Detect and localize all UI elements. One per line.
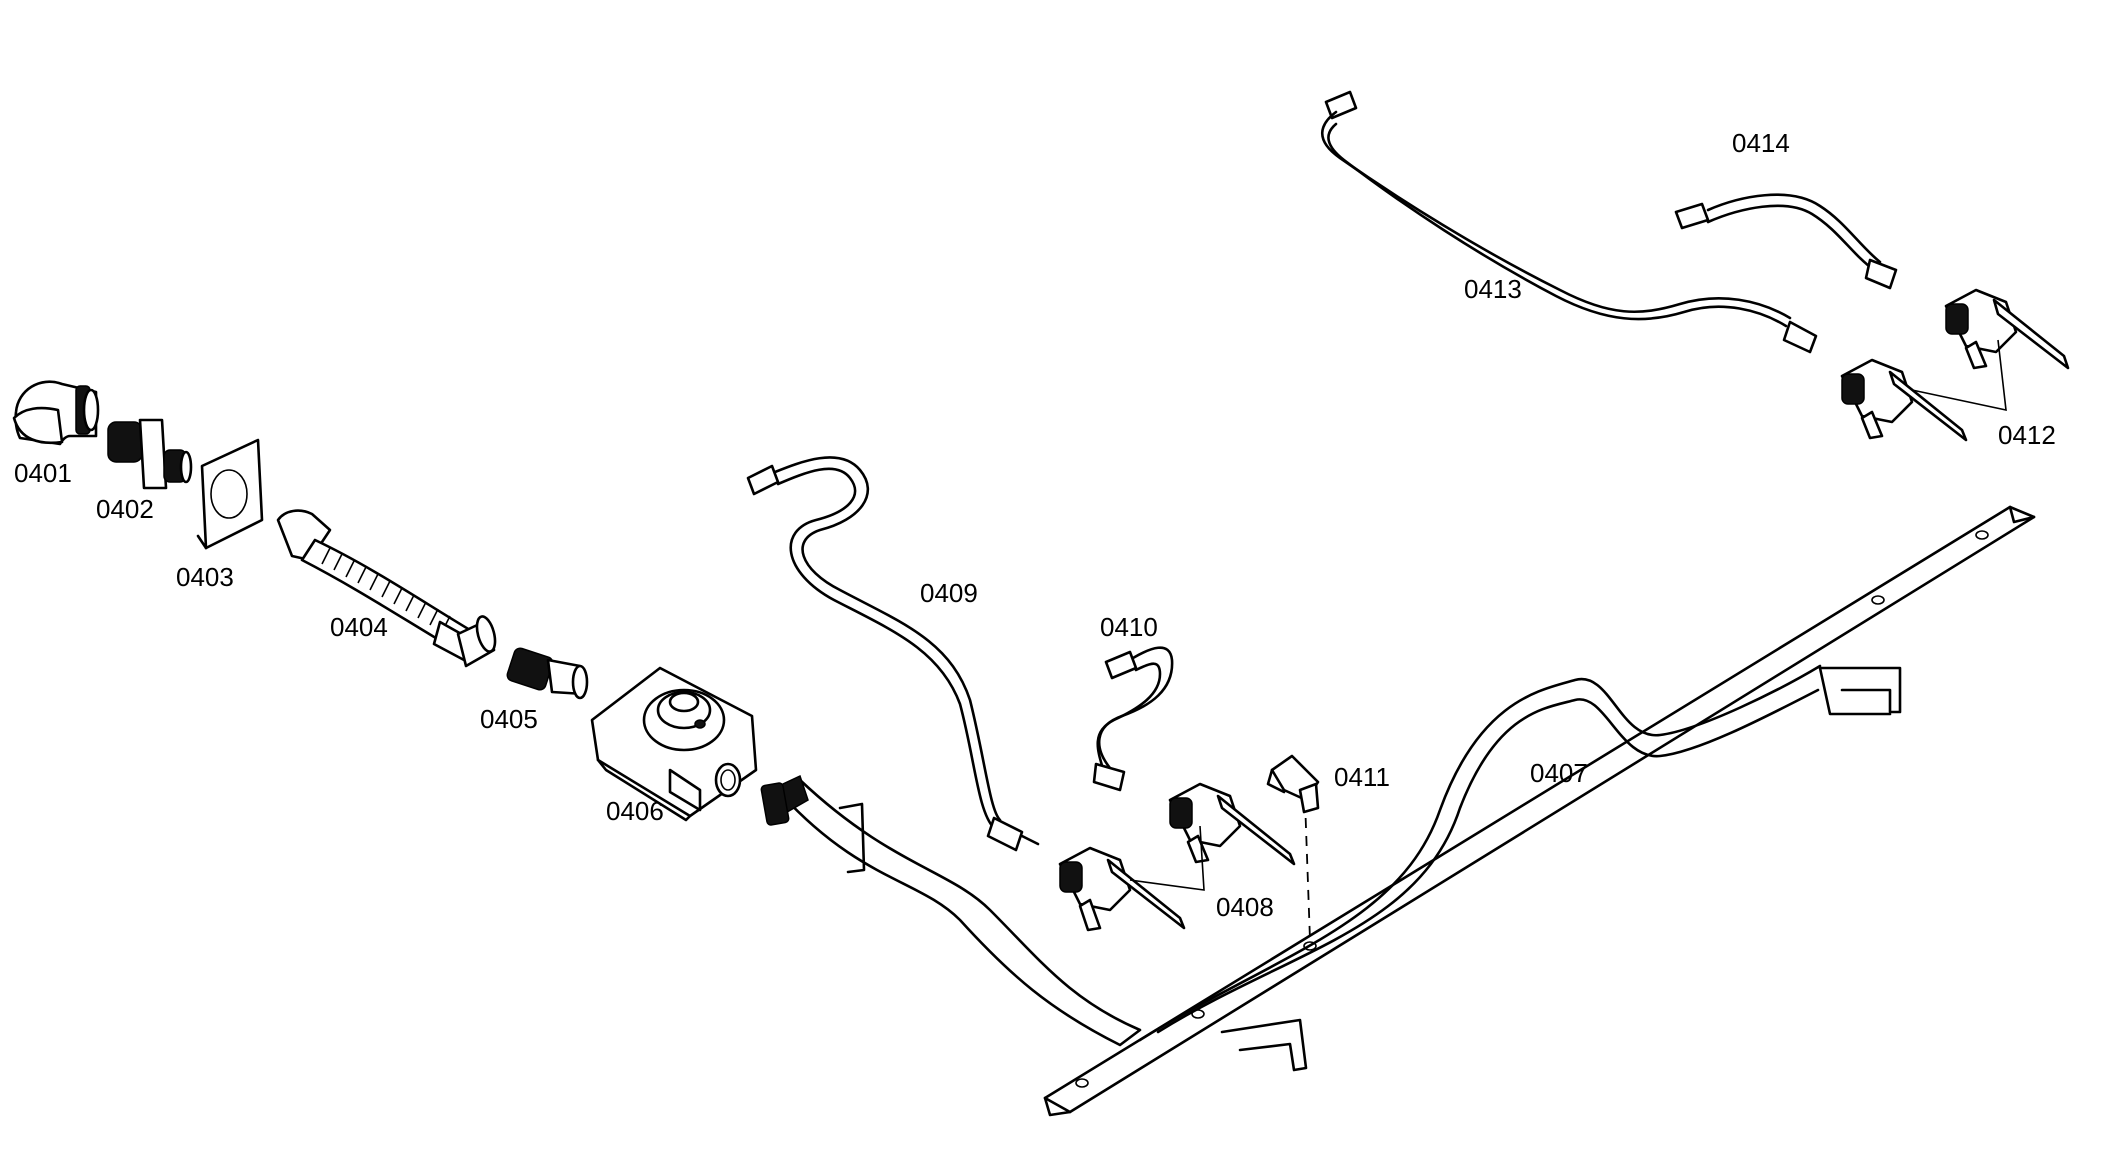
leader-line xyxy=(1911,339,2007,412)
leader-line xyxy=(1129,825,1205,891)
gas-valve-icon xyxy=(1058,846,1186,932)
adapter-fitting-icon xyxy=(506,647,589,700)
gas-tube-icon xyxy=(1321,90,1818,354)
elbow-connector-icon xyxy=(1266,754,1320,814)
part-label-0410: 0410 xyxy=(1100,612,1158,642)
union-fitting-icon xyxy=(107,418,193,490)
part-label-0413: 0413 xyxy=(1464,274,1522,304)
part-label-0401: 0401 xyxy=(14,458,72,488)
part-label-0406: 0406 xyxy=(606,796,664,826)
part-label-0408: 0408 xyxy=(1216,892,1274,922)
elbow-fitting-icon xyxy=(12,380,100,446)
gas-valve-icon xyxy=(1168,782,1296,866)
part-label-0412: 0412 xyxy=(1998,420,2056,450)
manifold-pipe-icon xyxy=(768,505,2036,1117)
part-label-0407: 0407 xyxy=(1530,758,1588,788)
part-label-0403: 0403 xyxy=(176,562,234,592)
part-label-0402: 0402 xyxy=(96,494,154,524)
gas-valve-icon xyxy=(1944,288,2070,370)
part-label-0405: 0405 xyxy=(480,704,538,734)
flexible-hose-icon xyxy=(276,509,497,668)
gas-tube-icon xyxy=(746,456,1040,852)
gas-tube-icon xyxy=(1674,193,1898,290)
part-label-0411: 0411 xyxy=(1334,762,1390,792)
gas-valve-icon xyxy=(1840,358,1968,442)
gas-tube-icon xyxy=(1092,646,1174,792)
part-label-0409: 0409 xyxy=(920,578,978,608)
assembly-line xyxy=(1304,799,1311,941)
pressure-regulator-icon xyxy=(590,666,790,826)
mounting-bracket-icon xyxy=(196,438,264,550)
part-label-0404: 0404 xyxy=(330,612,388,642)
part-label-0414: 0414 xyxy=(1732,128,1790,158)
